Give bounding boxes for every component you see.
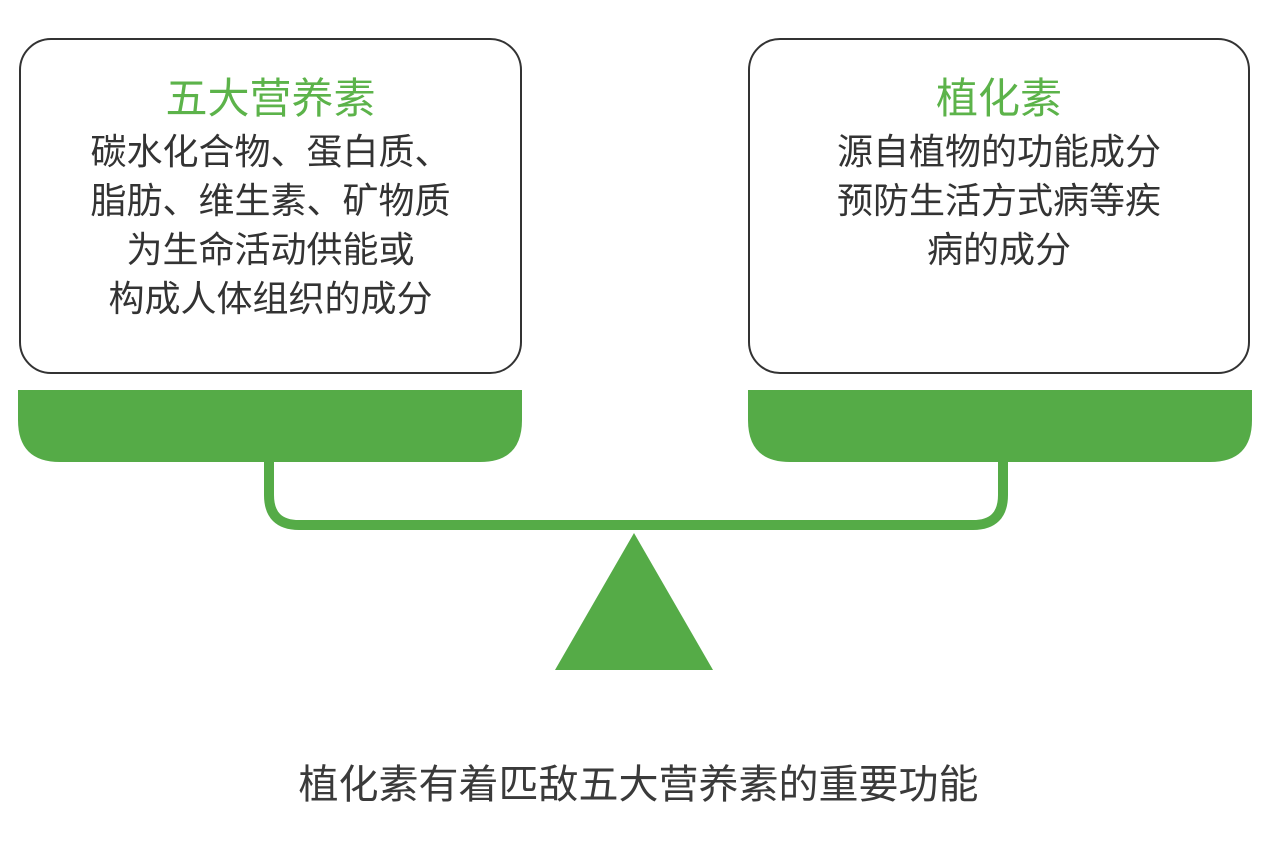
phytochemicals-line: 病的成分 xyxy=(926,230,1071,271)
phytochemicals-line: 源自植物的功能成分 xyxy=(836,132,1161,173)
five-nutrients-title: 五大营养素 xyxy=(165,74,376,123)
five-nutrients-box: 五大营养素 碳水化合物、蛋白质、 脂肪、维生素、矿物质 为生命活动供能或 构成人… xyxy=(19,38,522,374)
fulcrum-triangle xyxy=(555,533,713,670)
five-nutrients-line: 脂肪、维生素、矿物质 xyxy=(90,181,451,222)
caption: 植化素有着匹敌五大营养素的重要功能 xyxy=(298,762,979,808)
right-pan xyxy=(748,390,1252,462)
five-nutrients-line: 构成人体组织的成分 xyxy=(108,279,433,320)
phytochemicals-title: 植化素 xyxy=(935,74,1062,123)
five-nutrients-line: 为生命活动供能或 xyxy=(126,230,415,271)
scale-beam xyxy=(264,462,1008,530)
phytochemicals-line: 预防生活方式病等疾 xyxy=(836,181,1161,222)
left-pan xyxy=(18,390,522,462)
five-nutrients-line: 碳水化合物、蛋白质、 xyxy=(90,132,451,173)
phytochemicals-box: 植化素 源自植物的功能成分 预防生活方式病等疾 病的成分 xyxy=(748,38,1250,374)
